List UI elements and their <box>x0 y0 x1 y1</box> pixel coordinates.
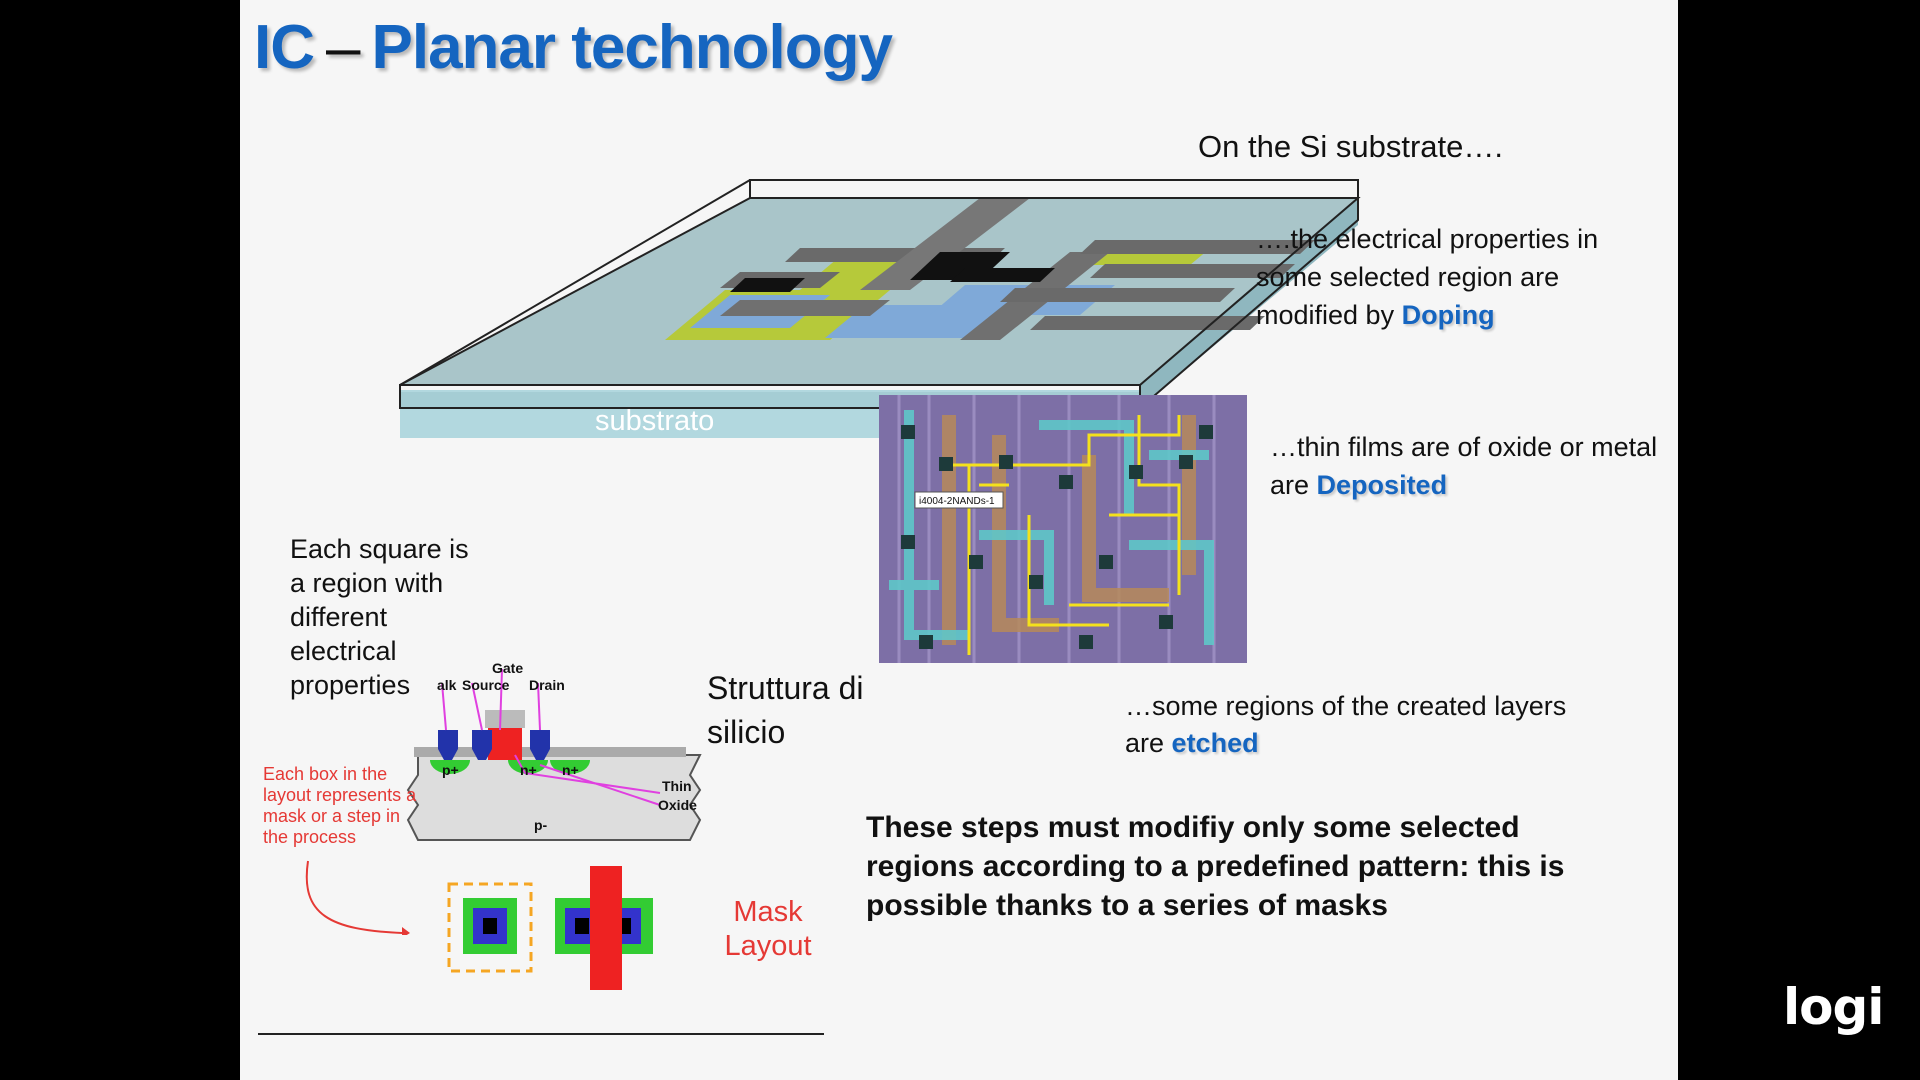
source-label: Source <box>462 677 510 693</box>
doping-word: Doping <box>1401 300 1495 330</box>
transistor-cross-section: alk Source Gate Drain Thin Oxide p+ n+ n… <box>406 660 702 841</box>
p-minus-label: p- <box>534 817 548 833</box>
gate-label: Gate <box>492 660 523 676</box>
title-dash: – <box>326 13 360 82</box>
etch-text: …some regions of the created layers are <box>1125 691 1567 758</box>
etch-paragraph: …some regions of the created layers are … <box>1125 688 1585 762</box>
mask-layout-diagram <box>447 866 653 990</box>
deposit-text: …thin films are of oxide or metal are <box>1270 432 1658 500</box>
substrate-heading: On the Si substrate…. <box>1198 129 1503 164</box>
chip-micrograph: i4004-2NANDs-1 <box>879 395 1247 663</box>
p-plus-label: p+ <box>442 762 459 778</box>
square-text: Each square is a region with different e… <box>290 534 469 700</box>
title-ic: IC <box>254 13 315 82</box>
title-main: Planar technology <box>371 13 892 82</box>
mask-layout-label: Mask Layout <box>724 896 812 962</box>
deposit-word: Deposited <box>1316 470 1448 500</box>
slide: IC–Planar technology subs <box>240 0 1678 1080</box>
doping-text: ….the electrical properties in some sele… <box>1256 224 1599 330</box>
chip-label: i4004-2NANDs-1 <box>919 496 995 507</box>
deposit-paragraph: …thin films are of oxide or metal are De… <box>1270 428 1670 504</box>
box-note: Each box in the layout represents a mask… <box>263 764 417 847</box>
slide-title: IC–Planar technology <box>254 12 893 83</box>
bottom-rule <box>258 1033 824 1035</box>
doping-paragraph: ….the electrical properties in some sele… <box>1256 220 1656 334</box>
struttura-text: Struttura di silicio <box>707 670 864 750</box>
oxide-label: Oxide <box>658 797 697 813</box>
drain-label: Drain <box>529 677 565 693</box>
substrate-3d-illustration <box>399 179 1361 438</box>
masks-paragraph: These steps must modifiy only some selec… <box>866 811 1565 922</box>
thin-label: Thin <box>662 778 692 794</box>
substrato-label: substrato <box>595 405 715 437</box>
n-plus-label-2: n+ <box>562 762 579 778</box>
etch-word: etched <box>1171 728 1259 758</box>
bulk-label: alk <box>437 677 457 693</box>
red-arrow <box>305 860 410 935</box>
logi-logo: logi <box>1783 978 1884 1036</box>
n-plus-label-1: n+ <box>520 762 537 778</box>
